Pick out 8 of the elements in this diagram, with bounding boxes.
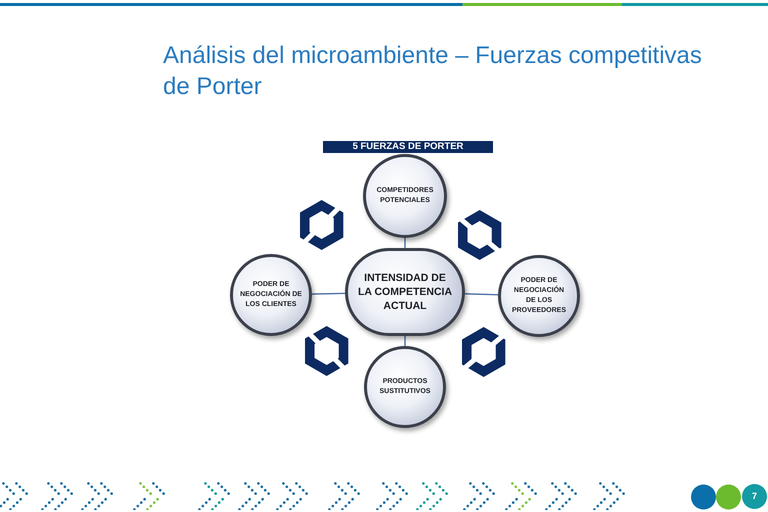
page-number: 7 xyxy=(742,484,767,509)
connector-line xyxy=(404,336,406,346)
connector-line xyxy=(404,238,406,248)
connector-line xyxy=(464,293,498,296)
node-label: INTENSIDAD DE LA COMPETENCIA ACTUAL xyxy=(357,271,453,313)
slide-title: Análisis del microambiente – Fuerzas competitivas de Porter xyxy=(163,41,703,102)
heading-banner: 5 FUERZAS DE PORTER xyxy=(323,141,493,153)
connector-line xyxy=(312,292,346,295)
